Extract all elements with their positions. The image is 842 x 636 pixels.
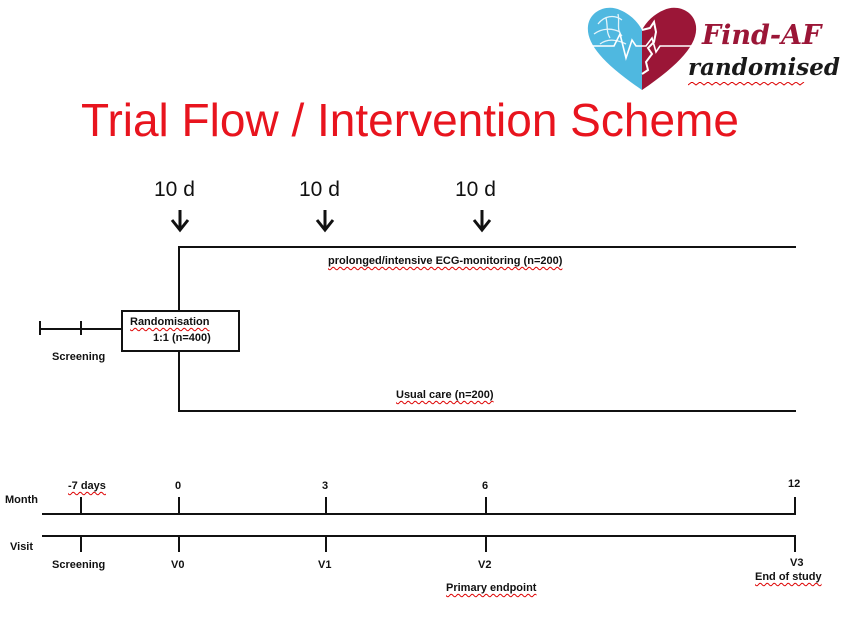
month-tick-label: 6 bbox=[482, 480, 489, 492]
brain-heart-logo-icon bbox=[587, 7, 697, 91]
visit-tick-label: V0 bbox=[171, 559, 185, 571]
randomisation-box: Randomisation 1:1 (n=400) bbox=[121, 310, 240, 352]
arrow-down-icon bbox=[170, 210, 190, 233]
randomisation-ratio: 1:1 (n=400) bbox=[153, 332, 211, 344]
timeline-tick bbox=[325, 535, 327, 552]
timeline-tick bbox=[80, 535, 82, 552]
month-tick-label: 0 bbox=[175, 480, 182, 492]
timeline-tick bbox=[485, 497, 487, 514]
timeline-tick bbox=[485, 535, 487, 552]
randomisation-title: Randomisation bbox=[130, 316, 210, 328]
visit-tick-label: V3 bbox=[790, 557, 804, 569]
month-tick-label: -7 days bbox=[68, 480, 106, 492]
duration-label-1: 10 d bbox=[154, 178, 195, 201]
timeline-tick bbox=[325, 497, 327, 514]
arrow-down-icon bbox=[315, 210, 335, 233]
logo-underline-decoration bbox=[688, 82, 805, 86]
screening-label: Screening bbox=[52, 351, 106, 363]
visit-tick-label: V1 bbox=[318, 559, 332, 571]
timeline-tick bbox=[178, 497, 180, 514]
control-arm-line bbox=[178, 410, 796, 412]
month-tick-label: 3 bbox=[322, 480, 329, 492]
logo-subtitle: randomised bbox=[688, 54, 840, 81]
visit-tick-label: V2 bbox=[478, 559, 492, 571]
page-title: Trial Flow / Intervention Scheme bbox=[81, 94, 739, 146]
end-of-study-label: End of study bbox=[755, 571, 822, 583]
visit-axis bbox=[42, 535, 796, 537]
timeline-tick bbox=[794, 535, 796, 552]
visit-row-label: Visit bbox=[10, 541, 34, 553]
intervention-arm-label: prolonged/intensive ECG-monitoring (n=20… bbox=[328, 255, 563, 267]
duration-label-3: 10 d bbox=[455, 178, 496, 201]
duration-label-2: 10 d bbox=[299, 178, 340, 201]
screening-tick bbox=[80, 321, 82, 335]
screening-tick-start bbox=[39, 321, 41, 335]
intervention-arm-line bbox=[178, 246, 796, 248]
visit-tick-label: Screening bbox=[52, 559, 106, 571]
branch-connector-lower bbox=[178, 347, 180, 412]
primary-endpoint-label: Primary endpoint bbox=[446, 582, 537, 594]
month-axis bbox=[42, 513, 796, 515]
control-arm-label: Usual care (n=200) bbox=[396, 389, 494, 401]
month-tick-label: 12 bbox=[788, 478, 801, 490]
timeline-tick bbox=[80, 497, 82, 514]
find-af-logo: Find-AF randomised bbox=[584, 2, 840, 92]
arrow-down-icon bbox=[472, 210, 492, 233]
timeline-tick bbox=[178, 535, 180, 552]
logo-title: Find-AF bbox=[702, 20, 822, 51]
timeline-tick bbox=[794, 497, 796, 514]
branch-connector-upper bbox=[178, 246, 180, 311]
month-row-label: Month bbox=[5, 494, 38, 506]
